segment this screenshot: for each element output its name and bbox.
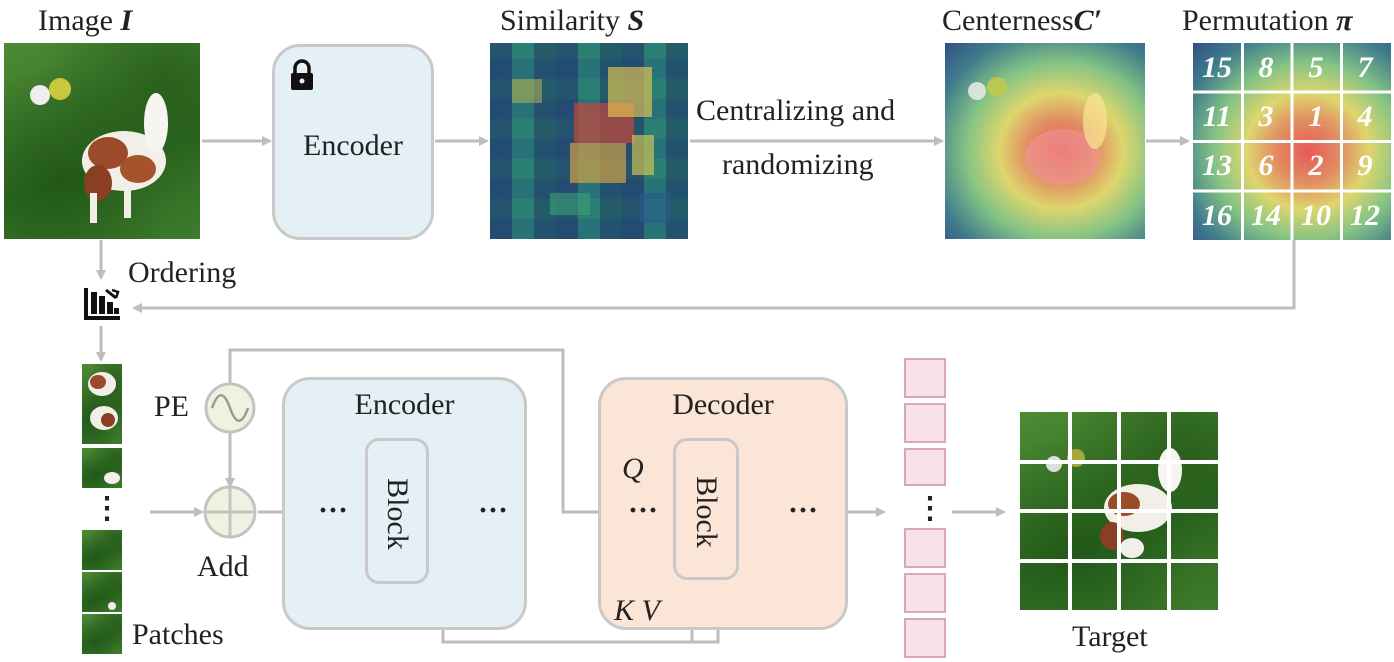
decoder-ellipsis-out: ··· xyxy=(788,494,819,527)
patch-thumb xyxy=(82,572,122,612)
perm-cell: 16 xyxy=(1202,199,1232,232)
perm-cell: 11 xyxy=(1202,100,1232,133)
permutation-grid: 15 8 5 7 11 3 1 4 13 6 2 9 16 14 10 12 xyxy=(1193,43,1391,240)
target-label: Target xyxy=(1072,620,1148,653)
centerness-map xyxy=(945,43,1145,239)
encoder-ellipsis-in: ··· xyxy=(318,494,349,527)
top-encoder-box: Encoder xyxy=(272,44,434,240)
similarity-title: Similarity S xyxy=(500,4,645,37)
sort-chart-icon xyxy=(84,288,120,320)
dog-illustration xyxy=(30,78,168,223)
patch-thumb xyxy=(82,364,122,444)
transform-line2: randomizing xyxy=(722,148,874,181)
perm-cell: 4 xyxy=(1357,100,1373,133)
ordering-label: Ordering xyxy=(128,256,237,289)
decoder-label: Decoder xyxy=(672,388,774,421)
perm-cell: 6 xyxy=(1258,149,1274,182)
tokens-ellipsis: ⋮ xyxy=(915,492,945,525)
output-token xyxy=(904,358,946,398)
output-token xyxy=(904,618,946,658)
perm-cell: 3 xyxy=(1258,100,1274,133)
encoder-block-label: Block xyxy=(381,478,414,550)
patches-label: Patches xyxy=(132,618,224,651)
perm-cell: 14 xyxy=(1251,199,1281,232)
perm-cell: 2 xyxy=(1308,149,1324,182)
bottom-encoder-label: Encoder xyxy=(354,388,455,421)
permutation-title: Permutation π xyxy=(1182,4,1353,37)
decoder-block-label: Block xyxy=(690,476,723,548)
output-token xyxy=(904,403,946,443)
target-grid-lines xyxy=(1020,412,1218,610)
patch-dog-detail xyxy=(108,602,116,610)
input-image xyxy=(4,43,200,239)
sine-wave-icon xyxy=(204,382,256,434)
perm-cell: 9 xyxy=(1357,149,1373,182)
similarity-map xyxy=(490,43,688,239)
perm-cell: 10 xyxy=(1301,199,1331,232)
patch-dog-detail xyxy=(104,472,120,484)
encoder-ellipsis-out: ··· xyxy=(478,494,509,527)
pe-label: PE xyxy=(154,390,190,423)
permutation-grid-lines xyxy=(1193,43,1391,240)
centerness-title: CenternessC′ xyxy=(942,4,1103,37)
encoder-block: Block xyxy=(365,438,429,584)
decoder-ellipsis-in: ··· xyxy=(628,494,659,527)
patch-thumb xyxy=(82,530,122,570)
output-token xyxy=(904,448,946,486)
perm-cell: 13 xyxy=(1202,149,1232,182)
similarity-highlights xyxy=(512,67,670,223)
perm-cell: 7 xyxy=(1357,51,1373,84)
kv-label: K V xyxy=(614,594,660,627)
patch-dog-detail xyxy=(88,372,118,430)
perm-cell: 15 xyxy=(1202,51,1232,84)
patches-ellipsis: ⋮ xyxy=(92,492,122,525)
perm-cell: 8 xyxy=(1258,51,1274,84)
perm-cell: 12 xyxy=(1350,199,1380,232)
patch-thumb xyxy=(82,614,122,654)
top-encoder-label: Encoder xyxy=(303,129,403,162)
lock-icon xyxy=(291,59,313,90)
image-title: Image I xyxy=(38,4,133,37)
arrow-permutation-ordering xyxy=(132,240,1296,313)
decoder-block: Block xyxy=(673,438,739,580)
perm-cell: 5 xyxy=(1308,51,1324,84)
output-token xyxy=(904,528,946,568)
patch-thumb xyxy=(82,448,122,488)
arrow-pe-skip-to-q xyxy=(228,348,614,517)
add-label: Add xyxy=(197,550,249,583)
target-image xyxy=(1020,412,1218,610)
centerness-dog-overlay xyxy=(968,77,1107,185)
output-token xyxy=(904,573,946,613)
plus-circle-icon xyxy=(203,485,257,539)
q-label: Q xyxy=(622,452,644,485)
perm-cell: 1 xyxy=(1308,100,1324,133)
transform-line1: Centralizing and xyxy=(696,94,896,127)
